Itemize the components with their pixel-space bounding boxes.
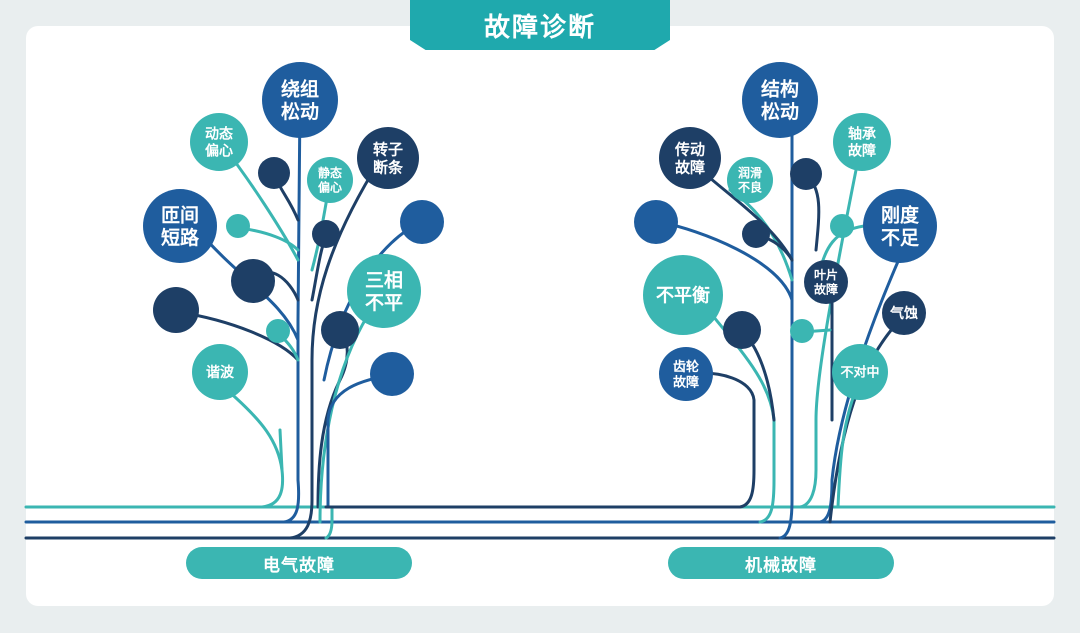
fault-node-label: 匝间: [161, 204, 199, 226]
fault-node-circle: [262, 62, 338, 138]
fault-node-label: 齿轮: [673, 359, 699, 375]
fault-node-label: 松动: [281, 100, 319, 123]
fault-node-label: 不平: [365, 292, 403, 314]
fault-node-circle: [882, 291, 926, 335]
fault-node-circle: [727, 157, 773, 203]
fault-node-label: 叶片: [814, 267, 838, 282]
fault-node-circle: [643, 255, 723, 335]
decorative-dot-5: [312, 220, 340, 248]
fault-node-circle: [833, 113, 891, 171]
branch-label-mechanical: 机械故障: [668, 547, 894, 579]
fault-node-label: 三相: [365, 269, 403, 291]
fault-node-0-6: 谐波: [192, 344, 248, 400]
fault-node-circle: [804, 260, 848, 304]
decorative-dot-12: [742, 220, 770, 248]
fault-node-label: 润滑: [738, 165, 762, 180]
fault-node-label: 不足: [881, 227, 920, 249]
fault-node-label: 不平衡: [656, 284, 710, 306]
fault-node-label: 谐波: [206, 364, 235, 381]
left-branch-line-17: [324, 505, 334, 540]
left-branch-line-1: [212, 376, 284, 472]
decorative-dot-7: [321, 311, 359, 349]
left-branch-line-10: [288, 158, 382, 540]
fault-node-circle: [863, 189, 937, 263]
fault-node-1-9: 不对中: [832, 344, 888, 400]
fault-node-label: 偏心: [318, 180, 342, 195]
fault-node-label: 动态: [205, 126, 233, 143]
fault-node-label: 轴承: [848, 126, 876, 143]
fault-node-label: 偏心: [205, 142, 233, 159]
right-branch-line-14: [828, 316, 904, 524]
fault-node-label: 不良: [738, 180, 762, 195]
fault-node-label: 转子: [373, 140, 403, 158]
fault-node-label: 气蚀: [889, 305, 918, 322]
fault-node-circle: [659, 127, 721, 189]
fault-node-label: 刚度: [881, 203, 920, 226]
fault-node-circle: [742, 62, 818, 138]
branch-label-electrical: 电气故障: [186, 547, 412, 579]
right-branch-line-8: [798, 148, 862, 509]
decorative-dot-9: [790, 158, 822, 190]
left-branch-line-2: [282, 98, 302, 524]
decorative-dot-8: [370, 352, 414, 396]
fault-node-label: 断条: [373, 158, 404, 176]
fault-node-circle: [832, 344, 888, 400]
fault-node-label: 松动: [761, 100, 799, 123]
fault-node-label: 不对中: [840, 365, 879, 381]
decorative-dot-3: [153, 287, 199, 333]
fault-node-1-5: 不平衡: [643, 255, 723, 335]
fault-node-circle: [307, 157, 353, 203]
fault-node-label: 绕组: [281, 77, 319, 100]
fault-node-circle: [659, 347, 713, 401]
fault-node-label: 短路: [161, 226, 200, 249]
fault-nodes: 绕组松动动态偏心转子断条静态偏心匝间短路三相不平谐波结构松动传动故障润滑不良轴承…: [143, 62, 937, 401]
fault-node-1-7: 气蚀: [882, 291, 926, 335]
page-title: 故障诊断: [410, 0, 670, 50]
fault-node-circle: [347, 254, 421, 328]
decorative-dot-0: [258, 157, 290, 189]
fault-node-label: 结构: [761, 77, 799, 100]
right-branch-line-3: [778, 98, 794, 540]
left-branch-line-16: [326, 373, 394, 509]
decorative-dots: [153, 157, 854, 396]
fault-node-label: 传动: [674, 140, 705, 158]
fault-node-label: 故障: [675, 158, 705, 176]
fault-node-label: 故障: [814, 282, 838, 297]
decorative-dot-11: [634, 200, 678, 244]
decorative-dot-1: [226, 214, 250, 238]
fault-node-label: 故障: [673, 374, 699, 390]
decorative-dot-2: [231, 259, 275, 303]
decorative-dot-14: [790, 319, 814, 343]
right-branch-line-11: [818, 228, 914, 524]
fault-node-label: 故障: [848, 142, 876, 159]
fault-node-circle: [357, 127, 419, 189]
fault-node-circle: [143, 189, 217, 263]
decorative-dot-10: [830, 214, 854, 238]
fault-node-circle: [190, 113, 248, 171]
decorative-dot-4: [266, 319, 290, 343]
fault-node-label: 静态: [318, 165, 342, 180]
decorative-dot-13: [723, 311, 761, 349]
fault-node-circle: [192, 344, 248, 400]
decorative-dot-6: [400, 200, 444, 244]
right-branch-line-0: [324, 371, 756, 509]
